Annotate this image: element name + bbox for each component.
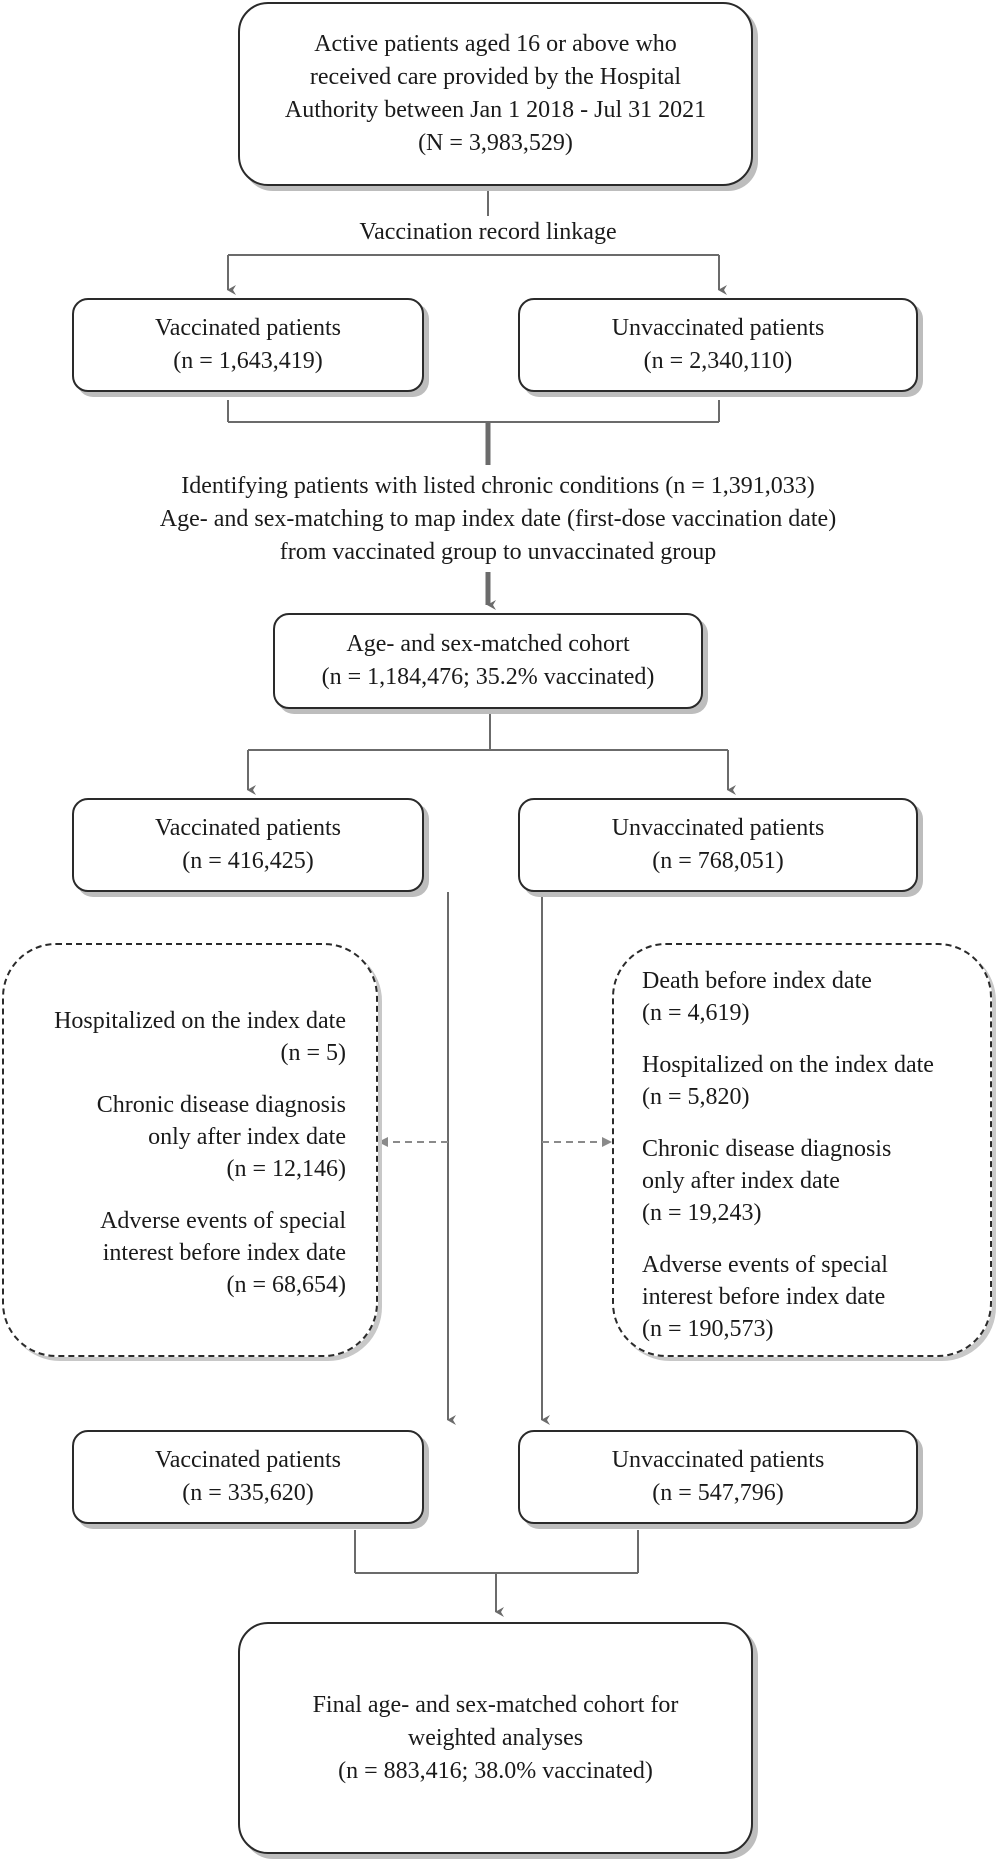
matching-line-1: Identifying patients with listed chronic… — [181, 473, 815, 499]
exclusion-reason: Adverse events of special — [100, 1208, 346, 1234]
unvaccinated-box-3: Unvaccinated patients (n = 547,796) — [518, 1430, 918, 1524]
matching-text: Identifying patients with listed chronic… — [60, 470, 936, 569]
final-line-1: Final age- and sex-matched cohort for — [312, 1691, 679, 1718]
unvaccinated-box-1: Unvaccinated patients (n = 2,340,110) — [518, 298, 918, 392]
source-line-1: Active patients aged 16 or above who — [314, 31, 677, 57]
exclusion-count: (n = 5) — [280, 1040, 346, 1066]
vaccinated-box-1: Vaccinated patients (n = 1,643,419) — [72, 298, 424, 392]
exclusion-count: (n = 12,146) — [226, 1156, 346, 1182]
source-line-3: Authority between Jan 1 2018 - Jul 31 20… — [284, 97, 707, 123]
final-count: (n = 883,416; 38.0% vaccinated) — [338, 1757, 653, 1784]
matched-cohort-count: (n = 1,184,476; 35.2% vaccinated) — [321, 664, 655, 690]
vaccinated-count-3: (n = 335,620) — [182, 1480, 314, 1506]
exclusion-reason: Chronic disease diagnosis — [642, 1136, 892, 1162]
unvaccinated-count-1: (n = 2,340,110) — [643, 348, 793, 374]
vaccinated-box-3: Vaccinated patients (n = 335,620) — [72, 1430, 424, 1524]
exclusion-reason: Hospitalized on the index date — [54, 1008, 346, 1034]
exclusion-box-vaccinated: Hospitalized on the index date (n = 5) C… — [2, 943, 378, 1357]
exclusion-reason: interest before index date — [642, 1284, 886, 1310]
final-line-2: weighted analyses — [407, 1724, 584, 1751]
unvaccinated-count-3: (n = 547,796) — [652, 1480, 784, 1506]
exclusion-reason: Death before index date — [642, 968, 872, 994]
source-line-2: received care provided by the Hospital — [309, 64, 682, 90]
exclusion-item: Hospitalized on the index date (n = 5) — [8, 1005, 346, 1069]
unvaccinated-title-1: Unvaccinated patients — [611, 315, 825, 341]
matching-line-2: Age- and sex-matching to map index date … — [159, 506, 837, 532]
exclusion-item: Hospitalized on the index date (n = 5,82… — [642, 1049, 984, 1113]
matched-cohort-title: Age- and sex-matched cohort — [346, 631, 630, 657]
final-cohort-box: Final age- and sex-matched cohort for we… — [238, 1622, 753, 1854]
matching-line-3: from vaccinated group to unvaccinated gr… — [279, 539, 717, 565]
exclusion-box-unvaccinated: Death before index date (n = 4,619) Hosp… — [612, 943, 992, 1357]
vaccinated-title-1: Vaccinated patients — [155, 315, 341, 341]
exclusion-item: Chronic disease diagnosis only after ind… — [8, 1089, 346, 1185]
matched-cohort-box: Age- and sex-matched cohort (n = 1,184,4… — [273, 613, 703, 709]
exclusion-item: Adverse events of special interest befor… — [8, 1205, 346, 1301]
exclusion-count: (n = 5,820) — [642, 1084, 750, 1110]
vaccinated-title-2: Vaccinated patients — [155, 815, 341, 841]
source-population-box: Active patients aged 16 or above who rec… — [238, 2, 753, 186]
vaccinated-box-2: Vaccinated patients (n = 416,425) — [72, 798, 424, 892]
exclusion-count: (n = 19,243) — [642, 1200, 762, 1226]
unvaccinated-title-3: Unvaccinated patients — [611, 1447, 825, 1473]
vaccinated-count-1: (n = 1,643,419) — [173, 348, 323, 374]
exclusion-item: Chronic disease diagnosis only after ind… — [642, 1133, 984, 1229]
exclusion-count: (n = 4,619) — [642, 1000, 750, 1026]
exclusion-reason: Chronic disease diagnosis — [96, 1092, 346, 1118]
exclusion-reason: interest before index date — [102, 1240, 346, 1266]
exclusion-item: Death before index date (n = 4,619) — [642, 965, 984, 1029]
source-count: (N = 3,983,529) — [418, 130, 573, 156]
exclusion-reason: Adverse events of special — [642, 1252, 888, 1278]
exclusion-reason: only after index date — [148, 1124, 346, 1150]
vaccinated-title-3: Vaccinated patients — [155, 1447, 341, 1473]
exclusion-count: (n = 190,573) — [642, 1316, 774, 1342]
exclusion-reason: Hospitalized on the index date — [642, 1052, 934, 1078]
exclusion-reason: only after index date — [642, 1168, 840, 1194]
linkage-label: Vaccination record linkage — [288, 216, 688, 249]
exclusion-count: (n = 68,654) — [226, 1272, 346, 1298]
exclusion-item: Adverse events of special interest befor… — [642, 1249, 984, 1345]
vaccinated-count-2: (n = 416,425) — [182, 848, 314, 874]
unvaccinated-title-2: Unvaccinated patients — [611, 815, 825, 841]
unvaccinated-count-2: (n = 768,051) — [652, 848, 784, 874]
unvaccinated-box-2: Unvaccinated patients (n = 768,051) — [518, 798, 918, 892]
